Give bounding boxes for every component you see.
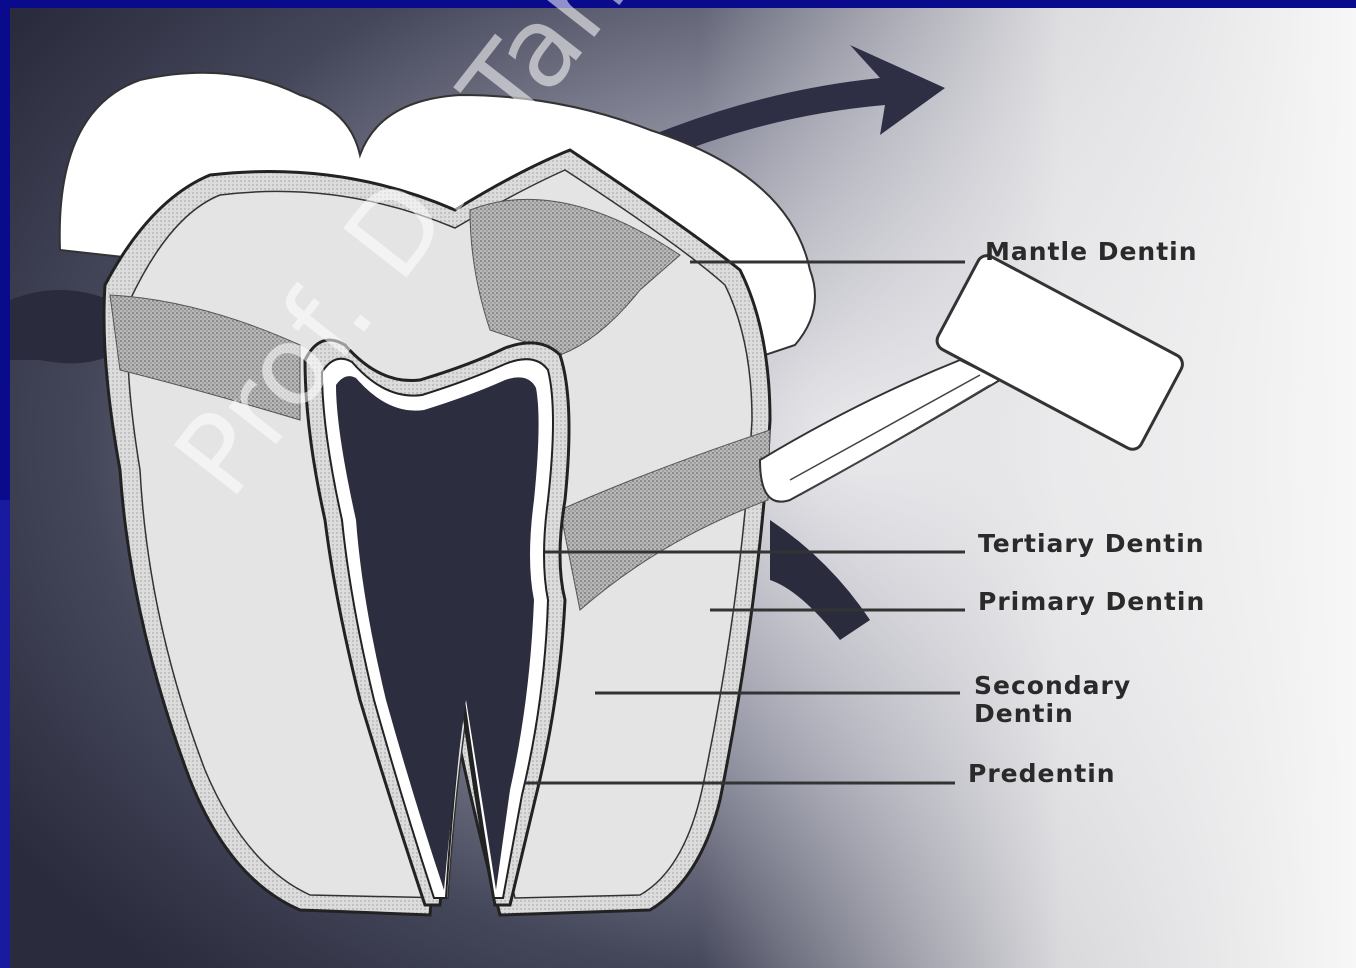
label-mantle-dentin: Mantle Dentin bbox=[985, 238, 1198, 266]
label-predentin: Predentin bbox=[968, 760, 1116, 788]
label-secondary-dentin-line1: Secondary bbox=[974, 672, 1131, 700]
label-tertiary-dentin: Tertiary Dentin bbox=[978, 530, 1205, 558]
label-secondary-dentin-line2: Dentin bbox=[974, 700, 1074, 728]
label-primary-dentin: Primary Dentin bbox=[978, 588, 1205, 616]
